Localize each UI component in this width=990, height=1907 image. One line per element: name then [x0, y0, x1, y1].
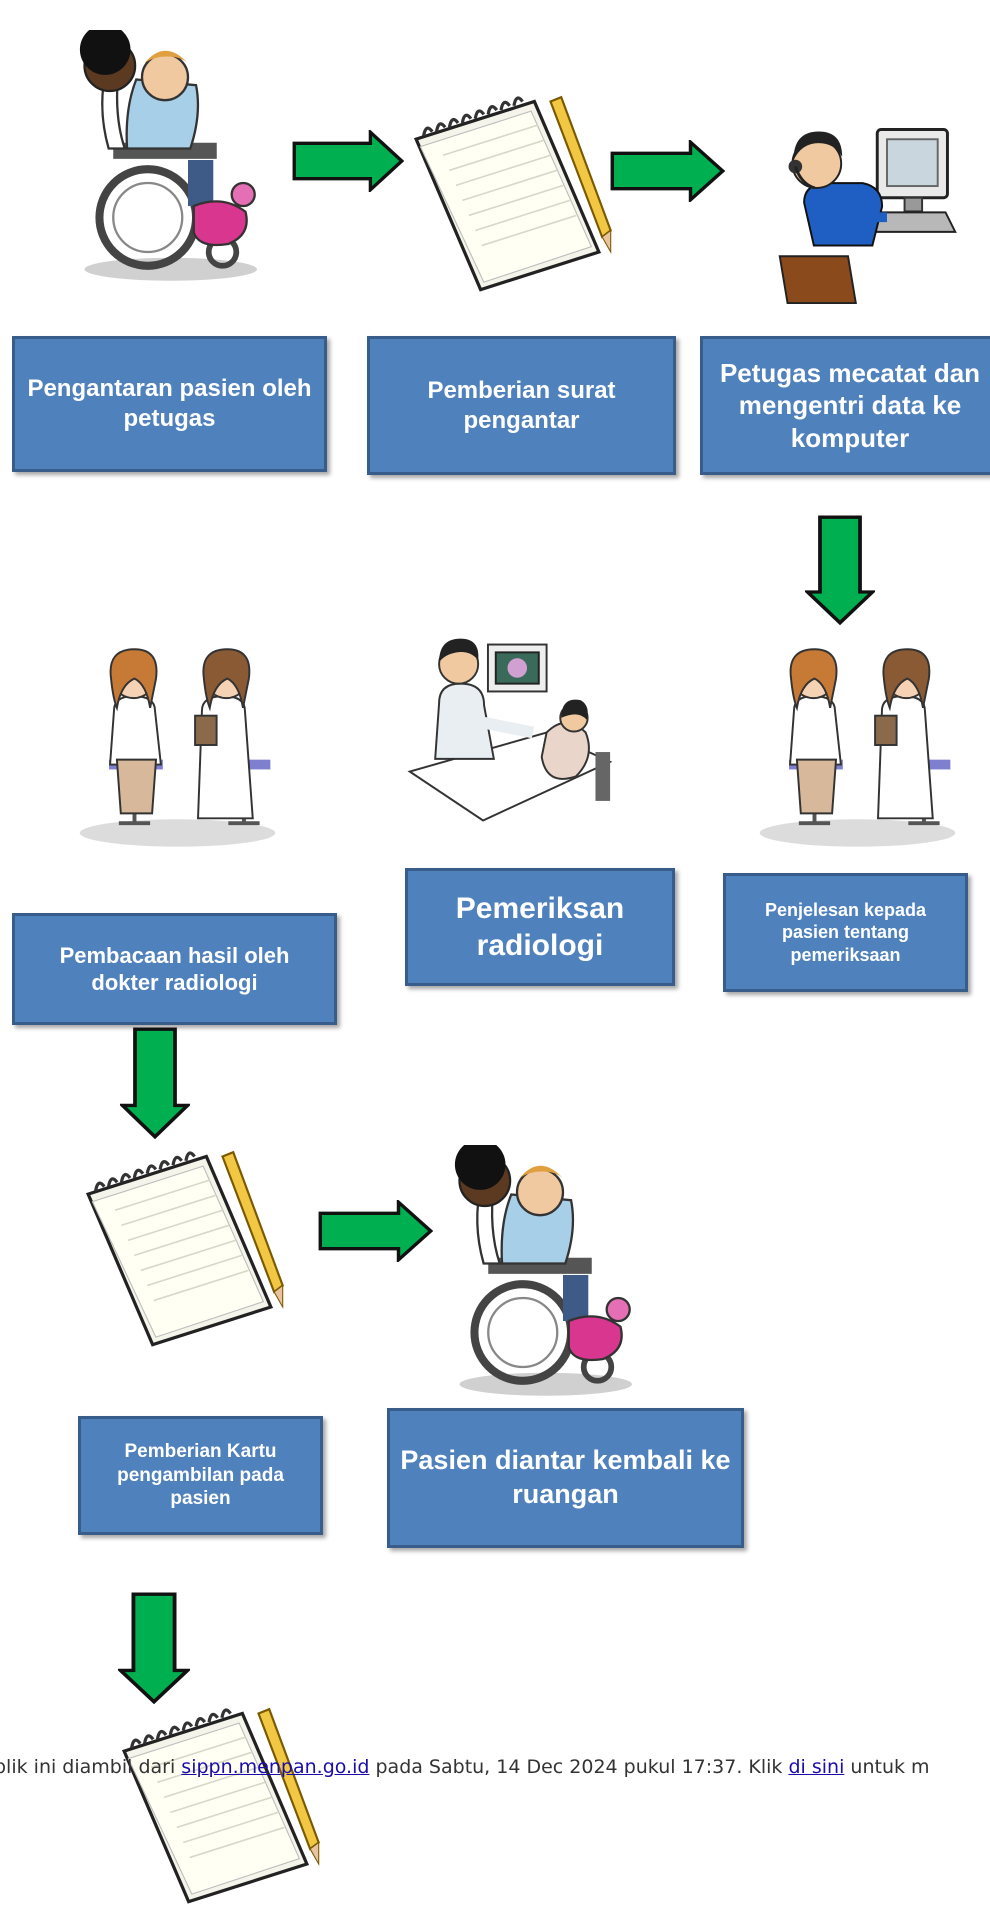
step-label: Pemberian surat pengantar [427, 376, 616, 434]
notice-suffix: untuk m [850, 1756, 930, 1778]
step-box: Penjelesan kepada pasien tentang pemerik… [723, 873, 968, 992]
notice-middle: pada Sabtu, 14 Dec 2024 pukul 17:37. Kli… [375, 1756, 783, 1778]
source-link[interactable]: sippn.menpan.go.id [181, 1756, 370, 1778]
radiology-exam-icon [400, 625, 615, 840]
arrow-down-icon [805, 515, 875, 625]
step-box: Pemberian Kartu pengambilan pada pasien [78, 1416, 323, 1535]
step-box: Pemeriksan radiologi [405, 868, 675, 986]
step-box: Petugas mecatat dan mengentri data ke ko… [700, 336, 990, 475]
step-label: Pemeriksan radiologi [455, 891, 625, 963]
step-box: Pasien diantar kembali ke ruangan [387, 1408, 744, 1548]
step-label: Penjelesan kepada pasien tentang pemerik… [764, 899, 927, 965]
notepad-icon [108, 1692, 323, 1907]
here-link[interactable]: di sini [788, 1756, 845, 1778]
step-label: Pembacaan hasil oleh dokter radiologi [59, 942, 290, 996]
step-label: Pasien diantar kembali ke ruangan [400, 1445, 731, 1509]
computer-operator-icon [770, 110, 965, 305]
step-box: Pembacaan hasil oleh dokter radiologi [12, 913, 337, 1025]
notepad-icon [400, 80, 615, 295]
notice-prefix: blik ini diambil dari [0, 1756, 176, 1778]
source-notice: blik ini diambil dari sippn.menpan.go.id… [0, 1756, 990, 1778]
consultation-icon [750, 620, 965, 870]
arrow-right-icon [292, 130, 404, 192]
step-label: Pemberian Kartu pengambilan pada pasien [117, 1440, 284, 1510]
wheelchair-patient-icon [50, 30, 280, 290]
arrow-right-icon [318, 1200, 433, 1262]
step-box: Pemberian surat pengantar [367, 336, 676, 475]
step-label: Pengantaran pasien oleh petugas [27, 375, 312, 432]
arrow-right-icon [610, 140, 725, 202]
wheelchair-patient-icon [425, 1145, 655, 1405]
consultation-icon [70, 620, 285, 870]
arrow-down-icon [118, 1592, 190, 1704]
step-box: Pengantaran pasien oleh petugas [12, 336, 327, 472]
notepad-icon [72, 1135, 287, 1350]
arrow-down-icon [120, 1027, 190, 1139]
step-label: Petugas mecatat dan mengentri data ke ko… [719, 357, 981, 453]
